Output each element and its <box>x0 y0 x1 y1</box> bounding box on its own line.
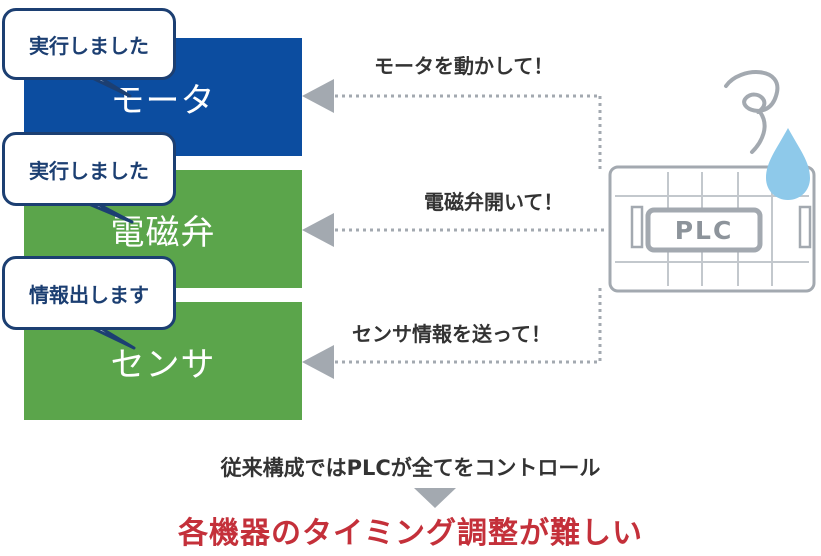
plc-device <box>608 165 816 293</box>
footer-note: 従来構成ではPLCが全てをコントロール <box>220 456 601 480</box>
sensor-label: センサ <box>110 344 216 385</box>
valve-arrow-head <box>302 213 334 247</box>
valve-bubble-text: 実行しました <box>29 158 149 183</box>
valve-speech-bubble: 実行しました <box>2 132 176 206</box>
sensor-command-text: センサ情報を送って！ <box>352 322 551 346</box>
plc-label: PLC <box>674 215 734 245</box>
motor-arrow-head <box>302 79 334 113</box>
command-lines <box>335 94 608 364</box>
motor-command-text: モータを動かして！ <box>374 54 554 78</box>
valve-command-text: 電磁弁開いて！ <box>424 190 564 214</box>
footer-problem: 各機器のタイミング調整が難しい <box>178 516 643 551</box>
droplet-icon <box>766 128 810 200</box>
sensor-speech-bubble: 情報出します <box>2 256 176 330</box>
motor-bubble-text: 実行しました <box>29 33 149 58</box>
motor-speech-bubble: 実行しました <box>2 8 176 80</box>
sensor-arrow-head <box>302 345 334 379</box>
motor-label: モータ <box>110 80 216 121</box>
down-arrow-icon <box>414 488 456 508</box>
plc-label-box: PLC <box>648 210 760 250</box>
sensor-bubble-text: 情報出します <box>29 282 149 307</box>
spiral-icon <box>724 70 780 154</box>
